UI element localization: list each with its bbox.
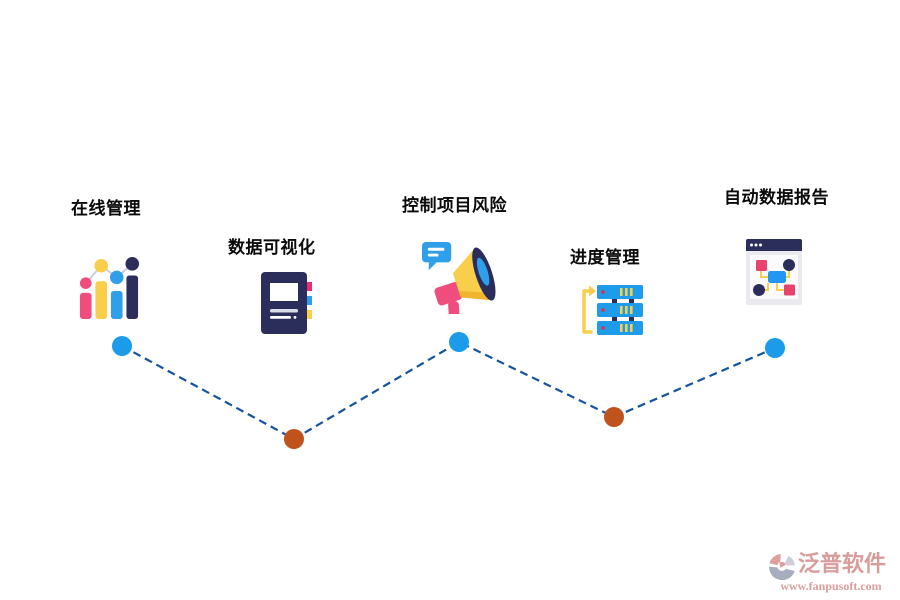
timeline-dashed-line xyxy=(121,340,776,441)
fanpu-logo-icon xyxy=(769,554,795,581)
timeline-node-5 xyxy=(765,338,785,358)
browser-flowchart-icon xyxy=(746,239,802,305)
timeline-node-2 xyxy=(284,429,304,449)
timeline-node-4 xyxy=(604,407,624,427)
server-stack-icon xyxy=(582,285,643,335)
fanpu-url-text: www.fanpusoft.com xyxy=(780,579,882,593)
notebook-icon xyxy=(261,272,312,334)
feature-label-progress-management: 进度管理 xyxy=(570,248,640,267)
fanpu-brand-text: 泛普软件 xyxy=(798,551,887,576)
timeline-node-3 xyxy=(449,332,469,352)
feature-label-control-risk: 控制项目风险 xyxy=(402,196,507,215)
feature-label-online-management: 在线管理 xyxy=(71,199,141,218)
bar-chart-icon xyxy=(79,257,140,320)
feature-label-data-visualization: 数据可视化 xyxy=(228,238,316,257)
timeline-node-1 xyxy=(112,336,132,356)
feature-label-auto-report: 自动数据报告 xyxy=(724,188,829,207)
fanpu-watermark: 泛普软件 www.fanpusoft.com xyxy=(768,551,894,597)
megaphone-icon xyxy=(422,241,496,314)
